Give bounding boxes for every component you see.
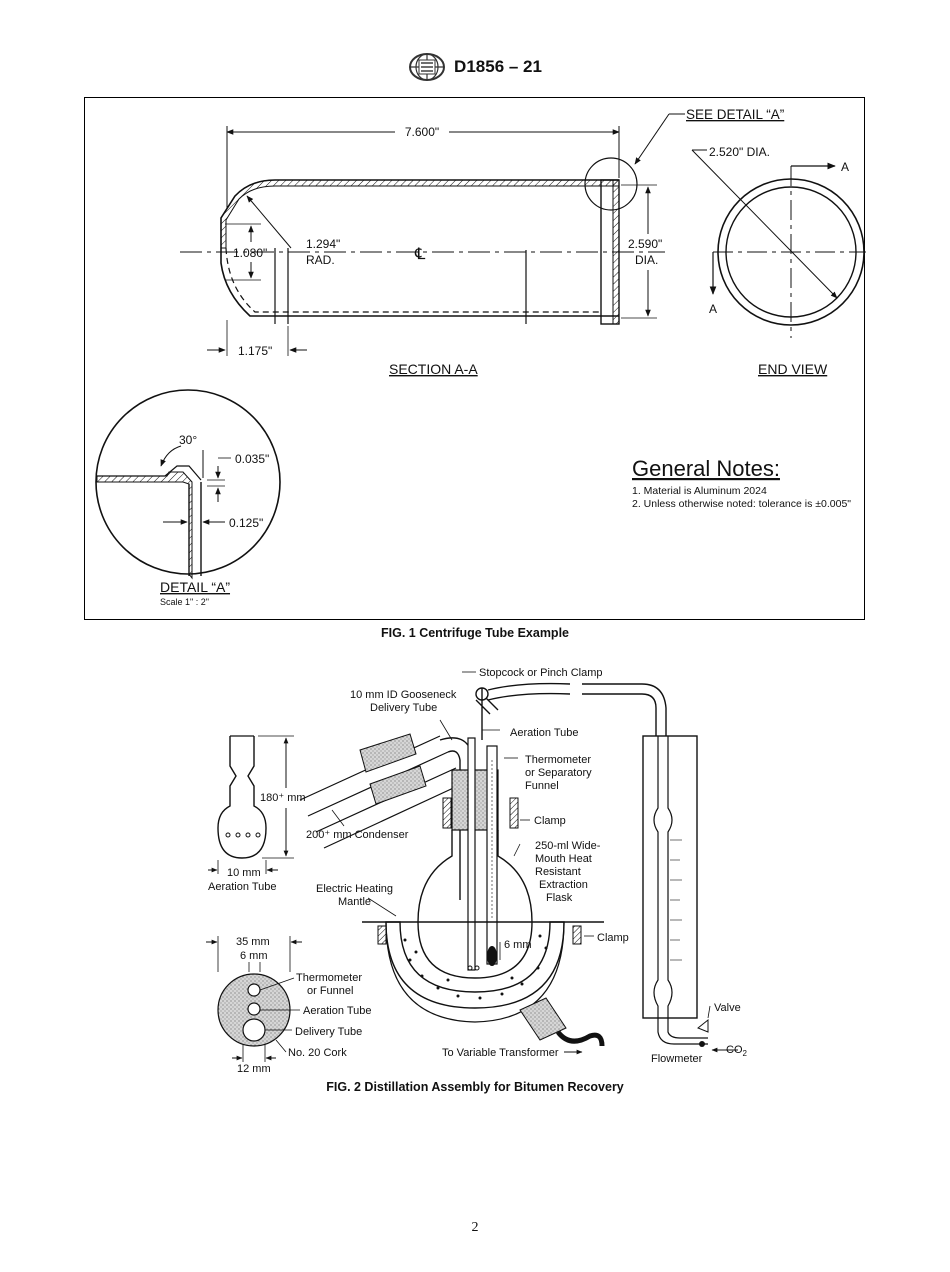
end-view-label: END VIEW (758, 361, 828, 377)
detail-angle: 30° (179, 433, 197, 447)
section-marker-bottom: A (709, 302, 717, 316)
note-1: 1. Material is Aluminum 2024 (632, 485, 767, 497)
gooseneck-label-1: 10 mm ID Gooseneck (350, 689, 457, 701)
flask-label-3: Resistant (535, 866, 581, 878)
cork-thermometer-label-1: Thermometer (296, 972, 362, 984)
aeration-tube-top-label: Aeration Tube (510, 727, 579, 739)
see-detail-label: SEE DETAIL “A” (686, 107, 784, 122)
thermometer-label-2: or Separatory (525, 767, 592, 779)
centerline-symbol: ℄ (414, 246, 426, 263)
figure-1-frame: 7.600" SEE DETAIL “A” 1.080" 1.294" RAD.… (84, 97, 866, 620)
dim-6mm-flask-label: 6 mm (504, 939, 532, 951)
co2-text: CO (726, 1044, 743, 1056)
dim-rad-value: 1.294" (306, 237, 340, 251)
section-label: SECTION A-A (389, 361, 478, 377)
cork-aeration-label: Aeration Tube (303, 1005, 372, 1017)
dim-180-label: 180⁺ mm (260, 792, 306, 804)
flask-label-2: Mouth Heat (535, 853, 592, 865)
detail-label: DETAIL “A” (160, 579, 230, 595)
co2-label: CO2 (726, 1044, 748, 1058)
page-header: D1856 – 21 (0, 52, 950, 87)
note-2: 2. Unless otherwise noted: tolerance is … (632, 498, 851, 510)
aeration-tube-left-label: Aeration Tube (208, 881, 277, 893)
dim-6mm-cork-label: 6 mm (240, 950, 268, 962)
dim-bottom-label: 1.175" (238, 344, 272, 358)
cork-delivery-label: Delivery Tube (295, 1026, 362, 1038)
dim-outer-dia-value: 2.590" (628, 237, 662, 251)
astm-logo-icon (409, 53, 446, 81)
figure-2-caption: FIG. 2 Distillation Assembly for Bitumen… (326, 1080, 624, 1094)
flask-label-5: Flask (546, 892, 573, 904)
page-number: 2 (471, 1220, 479, 1235)
dim-outer-dia-label: DIA. (635, 253, 658, 267)
detail-dim-2: 0.125" (229, 516, 263, 530)
dim-10mm-label: 10 mm (227, 867, 261, 879)
centrifuge-tube-drawing: 7.600" SEE DETAIL “A” 1.080" 1.294" RAD.… (95, 107, 866, 607)
dim-35mm-label: 35 mm (236, 936, 270, 948)
mantle-label-1: Electric Heating (316, 883, 393, 895)
notes-title: General Notes: (632, 456, 780, 481)
dim-length-label: 7.600" (405, 125, 439, 139)
gooseneck-label-2: Delivery Tube (370, 702, 437, 714)
cork-thermometer-label-2: or Funnel (307, 985, 353, 997)
thermometer-label-3: Funnel (525, 780, 559, 792)
detail-scale: Scale 1" : 2" (160, 597, 209, 607)
clamp-lower-label: Clamp (597, 932, 629, 944)
dim-height-left-label: 1.080" (233, 246, 267, 260)
end-dia-label: 2.520" DIA. (709, 145, 770, 159)
thermometer-label-1: Thermometer (525, 754, 591, 766)
flowmeter-label: Flowmeter (651, 1053, 703, 1065)
condenser-label: 200⁺ mm Condenser (306, 829, 409, 841)
figure-2: 180⁺ mm 10 mm Aeration Tube 200⁺ mm Cond… (190, 660, 770, 1075)
transformer-label: To Variable Transformer (442, 1047, 559, 1059)
valve-label: Valve (714, 1002, 741, 1014)
stopcock-label: Stopcock or Pinch Clamp (479, 667, 603, 679)
detail-dim-1: 0.035" (235, 452, 269, 466)
dim-12mm-label: 12 mm (237, 1063, 271, 1075)
figure-1-caption: FIG. 1 Centrifuge Tube Example (381, 626, 569, 640)
cork-label: No. 20 Cork (288, 1047, 347, 1059)
clamp-upper-label: Clamp (534, 815, 566, 827)
dim-rad-label: RAD. (306, 253, 335, 267)
co2-subscript: 2 (743, 1049, 748, 1058)
section-marker-top: A (841, 160, 849, 174)
document-id: D1856 – 21 (454, 57, 542, 76)
flask-label-1: 250-ml Wide- (535, 840, 601, 852)
mantle-label-2: Mantle (338, 896, 371, 908)
flask-label-4: Extraction (539, 879, 588, 891)
distillation-assembly-drawing: 180⁺ mm 10 mm Aeration Tube 200⁺ mm Cond… (206, 667, 748, 1075)
